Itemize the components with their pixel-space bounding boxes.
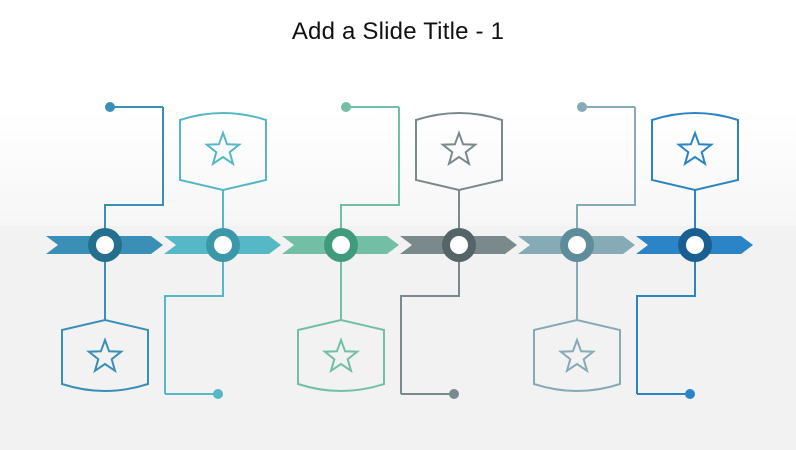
shield-outline-6: [651, 112, 739, 192]
star-icon: [204, 130, 242, 167]
star-icon: [558, 337, 596, 374]
leader-line: [400, 261, 460, 394]
endpoint-dot: [105, 102, 115, 112]
node-center: [96, 236, 114, 254]
shield-outline-4: [415, 112, 503, 192]
shield-outline-2: [179, 112, 267, 192]
node-center: [568, 236, 586, 254]
leader-line: [636, 261, 696, 394]
leader-line: [104, 107, 164, 229]
leader-line: [164, 261, 224, 394]
endpoint-dot: [577, 102, 587, 112]
shield-outline-5: [533, 318, 621, 392]
shield-outline-3: [297, 318, 385, 392]
star-icon: [86, 337, 124, 374]
endpoint-dot: [341, 102, 351, 112]
leader-line: [576, 107, 636, 229]
star-icon: [322, 337, 360, 374]
star-icon: [440, 130, 478, 167]
leader-line: [340, 107, 400, 229]
node-center: [686, 236, 704, 254]
star-icon: [676, 130, 714, 167]
shield-outline-1: [61, 318, 149, 392]
background-band: [0, 226, 796, 450]
slide-title: Add a Slide Title - 1: [291, 18, 505, 45]
node-center: [450, 236, 468, 254]
node-center: [332, 236, 350, 254]
node-center: [214, 236, 232, 254]
